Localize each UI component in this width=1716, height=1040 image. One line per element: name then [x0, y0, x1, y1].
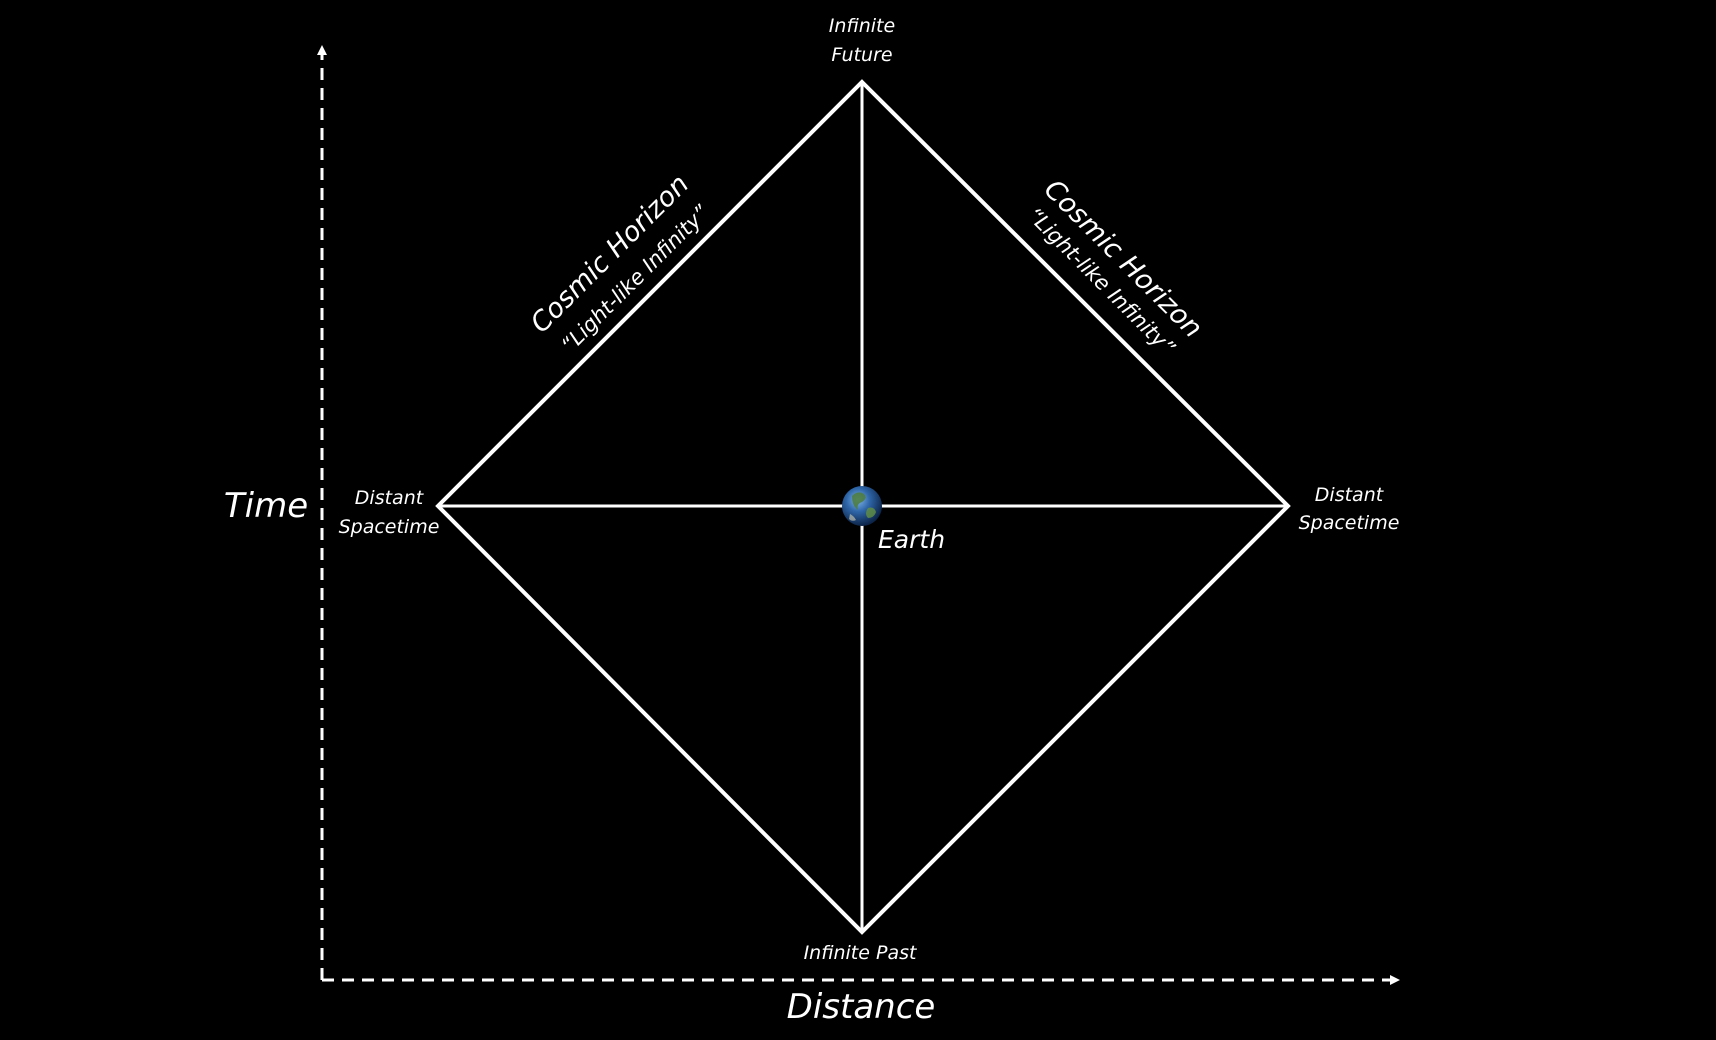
distance-axis-label: Distance — [787, 987, 936, 1027]
right-distant-spacetime-line2: Spacetime — [1299, 512, 1400, 534]
left-distant-spacetime-line2: Spacetime — [339, 516, 440, 538]
right-horizon-labels: Cosmic Horizon “Light-like Infinity” — [1022, 174, 1208, 361]
infinite-future-label-line2: Future — [831, 44, 892, 66]
infinite-past-label: Infinite Past — [804, 942, 918, 964]
earth-globe-icon — [842, 486, 882, 526]
infinite-future-label-line1: Infinite — [829, 15, 895, 37]
time-axis-label: Time — [224, 486, 308, 526]
right-distant-spacetime-line1: Distant — [1315, 484, 1385, 506]
left-horizon-labels: Cosmic Horizon “Light-like Infinity” — [525, 169, 715, 358]
earth-label: Earth — [878, 525, 945, 554]
left-distant-spacetime-line1: Distant — [355, 487, 425, 509]
